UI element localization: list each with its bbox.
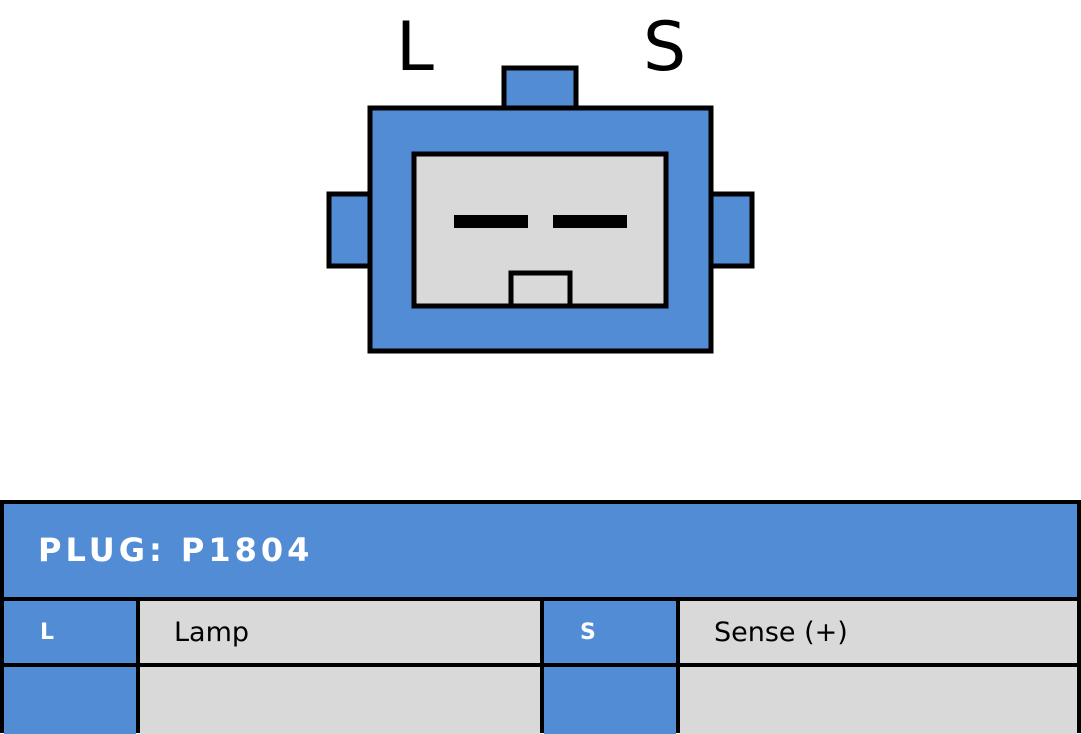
pin-cell [4, 667, 136, 734]
description-cell [140, 667, 540, 734]
terminal-s [553, 215, 627, 228]
connector-diagram: L S [326, 8, 755, 354]
description-cell: Sense (+) [680, 601, 1077, 663]
pin-cell: S [544, 601, 676, 663]
plug-title: PLUG: P1804 [4, 504, 1077, 597]
terminal-l [454, 215, 528, 228]
pin-cell [544, 667, 676, 734]
connector-left-tab [326, 191, 374, 269]
connector-top-tab [501, 65, 579, 112]
pinout-table: PLUG: P1804 L Lamp S Sense (+) [0, 500, 1081, 734]
pin-label-l: L [396, 8, 434, 87]
connector-right-tab [707, 191, 755, 269]
connector-key-notch [508, 270, 573, 309]
pin-label-s: S [643, 8, 686, 87]
description-cell [680, 667, 1077, 734]
pin-cell: L [4, 601, 136, 663]
description-cell: Lamp [140, 601, 540, 663]
